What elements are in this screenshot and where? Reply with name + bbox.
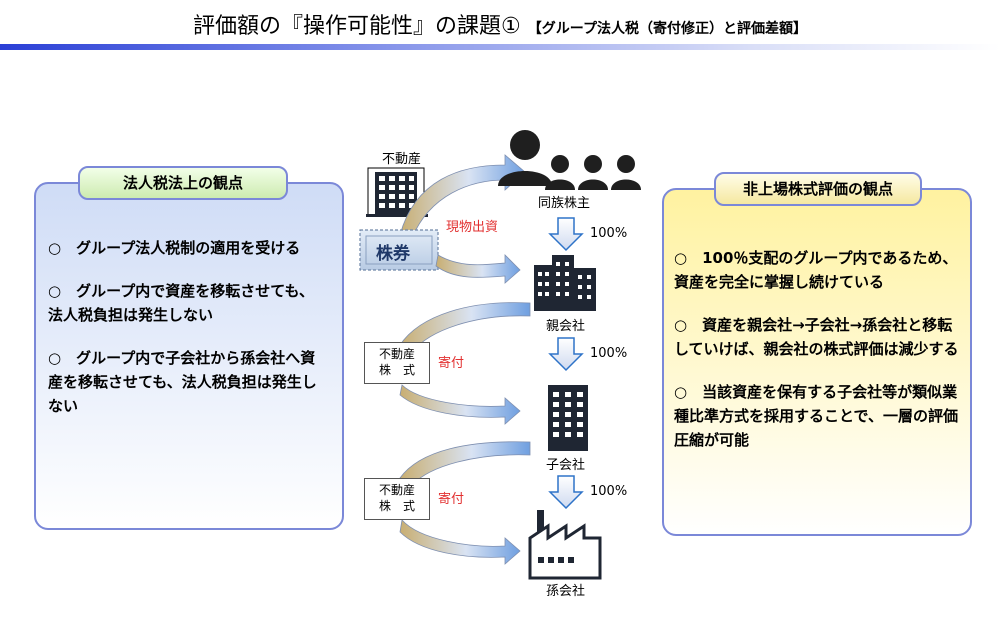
child-company-icon	[548, 385, 588, 451]
bullet-marker: ○	[48, 282, 62, 300]
in-kind-contribution-label: 現物出資	[446, 220, 499, 235]
real-estate-label: 不動産	[382, 152, 422, 167]
ownership-arrow-1	[548, 217, 584, 252]
parent-company-label: 親会社	[546, 319, 586, 334]
child-company-label: 子会社	[546, 458, 586, 473]
title-main: 評価額の『操作可能性』の課題①	[193, 14, 521, 39]
grandchild-company-label: 孫会社	[546, 584, 586, 599]
bullet-marker: ○	[48, 239, 62, 257]
list-item: ○ 100％支配のグループ内であるため、資産を完全に掌握し続けている	[674, 246, 960, 294]
corporate-tax-panel	[34, 182, 344, 530]
ownership-arrow-3	[548, 475, 584, 510]
page-title: 評価額の『操作可能性』の課題① 【グループ法人税（寄付修正）と評価差額】	[0, 8, 1000, 40]
stock-certificate-text: 株券	[376, 244, 410, 264]
donation-arrow-2	[399, 441, 531, 486]
unlisted-stock-panel-title: 非上場株式評価の観点	[714, 172, 922, 206]
bullet-marker: ○	[48, 349, 62, 367]
ownership-pct-1: 100%	[590, 226, 628, 241]
ownership-pct-2: 100%	[590, 346, 628, 361]
corporate-tax-panel-title: 法人税法上の観点	[78, 166, 288, 200]
ownership-arrow-2	[548, 337, 584, 372]
factory-icon	[528, 510, 602, 580]
list-item-text: グループ内で子会社から孫会社へ資産を移転させても、法人税負担は発生しない	[48, 349, 317, 415]
asset-box-2-line1: 不動産	[378, 483, 415, 497]
donation-label-2: 寄付	[438, 492, 465, 507]
parent-company-icon	[534, 255, 596, 311]
unlisted-stock-list: ○ 100％支配のグループ内であるため、資産を完全に掌握し続けている ○ 資産を…	[674, 246, 960, 471]
title-sub: 【グループ法人税（寄付修正）と評価差額】	[527, 21, 807, 37]
corporate-tax-list: ○ グループ法人税制の適用を受ける ○ グループ内で資産を移転させても、法人税負…	[48, 236, 328, 437]
list-item-text: グループ法人税制の適用を受ける	[76, 239, 301, 257]
list-item-text: グループ内で資産を移転させても、法人税負担は発生しない	[48, 282, 315, 324]
ownership-pct-3: 100%	[590, 484, 628, 499]
list-item: ○ 当該資産を保有する子会社等が類似業種比準方式を採用することで、一層の評価圧縮…	[674, 380, 960, 452]
list-item: ○ グループ内で子会社から孫会社へ資産を移転させても、法人税負担は発生しない	[48, 346, 328, 418]
family-shareholders-label: 同族株主	[538, 196, 591, 211]
list-item-text: 100％支配のグループ内であるため、資産を完全に掌握し続けている	[674, 249, 958, 291]
asset-box-1-line1: 不動産	[378, 347, 415, 361]
donation-arrow-1	[399, 302, 531, 353]
family-shareholders-icon	[498, 130, 641, 190]
donation-arrow-1b	[399, 384, 521, 425]
bullet-marker: ○	[674, 249, 688, 267]
list-item-text: 当該資産を保有する子会社等が類似業種比準方式を採用することで、一層の評価圧縮が可…	[674, 383, 958, 449]
list-item: ○ グループ内で資産を移転させても、法人税負担は発生しない	[48, 279, 328, 327]
list-item-text: 資産を親会社→子会社→孫会社と移転していけば、親会社の株式評価は減少する	[674, 316, 959, 358]
title-underline	[0, 44, 1000, 50]
asset-box-2: 不動産 株 式	[364, 478, 430, 520]
list-item: ○ 資産を親会社→子会社→孫会社と移転していけば、親会社の株式評価は減少する	[674, 313, 960, 361]
asset-box-1: 不動産 株 式	[364, 342, 430, 384]
donation-label-1: 寄付	[438, 356, 465, 371]
bullet-marker: ○	[674, 316, 688, 334]
bullet-marker: ○	[674, 383, 688, 401]
stock-certificate-icon	[359, 229, 439, 271]
donation-arrow-2b	[399, 519, 521, 565]
list-item: ○ グループ法人税制の適用を受ける	[48, 236, 328, 260]
stock-to-parent-arrow	[435, 254, 521, 284]
asset-box-1-line2: 株 式	[378, 363, 415, 377]
asset-box-2-line2: 株 式	[378, 499, 415, 513]
